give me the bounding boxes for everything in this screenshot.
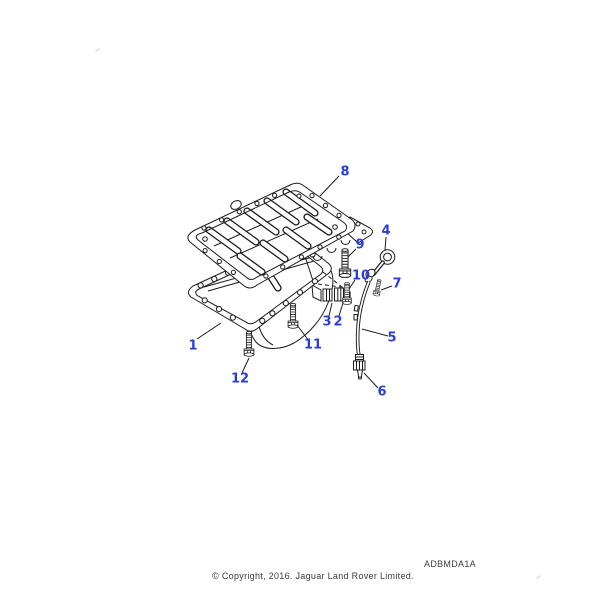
callout-3[interactable]: 3 — [322, 302, 333, 330]
ladder-frame-part — [187, 182, 373, 289]
callout-leader-line — [361, 328, 389, 337]
callout-number[interactable]: 4 — [381, 224, 390, 239]
callout-leader-line — [347, 248, 357, 258]
callout-leader-line — [363, 372, 379, 389]
callout-leader-line — [241, 357, 250, 374]
callout-leader-line — [328, 302, 333, 317]
assembly-reference-line — [322, 271, 348, 292]
copyright-text: © Copyright, 2016. Jaguar Land Rover Lim… — [212, 571, 414, 581]
frame-rim-holes — [201, 192, 342, 279]
callout-leader-line — [296, 324, 310, 342]
callout-leader-line — [196, 322, 222, 340]
callout-9[interactable]: 9 — [347, 238, 365, 258]
tube-end-part — [353, 354, 366, 380]
callout-11[interactable]: 11 — [296, 324, 322, 353]
dipstick-part — [371, 249, 396, 277]
callout-6[interactable]: 6 — [363, 372, 387, 400]
callout-8[interactable]: 8 — [319, 165, 350, 197]
assembly-reference-line — [317, 283, 342, 288]
bearing-scallops — [312, 239, 351, 261]
callout-number[interactable]: 2 — [333, 315, 342, 330]
callout-number[interactable]: 1 — [188, 339, 197, 354]
callout-7[interactable]: 7 — [380, 277, 402, 292]
diagram-code: ADBMDA1A — [424, 559, 476, 569]
callout-number[interactable]: 3 — [322, 315, 331, 330]
dipstick-tube-part — [353, 268, 376, 357]
callout-12[interactable]: 12 — [231, 357, 250, 387]
callout-leader-line — [380, 285, 393, 291]
callout-number[interactable]: 10 — [352, 269, 370, 284]
callout-leader-line — [338, 302, 344, 317]
callout-number[interactable]: 6 — [377, 385, 386, 400]
callout-2[interactable]: 2 — [333, 302, 344, 330]
callout-number[interactable]: 9 — [355, 238, 364, 253]
callout-1[interactable]: 1 — [188, 322, 222, 354]
callout-4[interactable]: 4 — [381, 224, 391, 251]
callout-10[interactable]: 10 — [348, 269, 370, 290]
callout-number[interactable]: 7 — [392, 277, 401, 292]
callout-leader-line — [319, 175, 340, 197]
callout-number[interactable]: 8 — [340, 165, 349, 180]
callout-5[interactable]: 5 — [361, 328, 397, 346]
callout-number[interactable]: 11 — [304, 338, 322, 353]
callout-number[interactable]: 5 — [387, 331, 396, 346]
frame-baffle-ribs — [205, 188, 333, 276]
callout-leader-line — [348, 279, 356, 290]
callout-leader-line — [384, 236, 387, 251]
callout-number[interactable]: 12 — [231, 372, 249, 387]
drain-boss — [311, 284, 322, 302]
sealing-washer-part — [322, 288, 333, 302]
